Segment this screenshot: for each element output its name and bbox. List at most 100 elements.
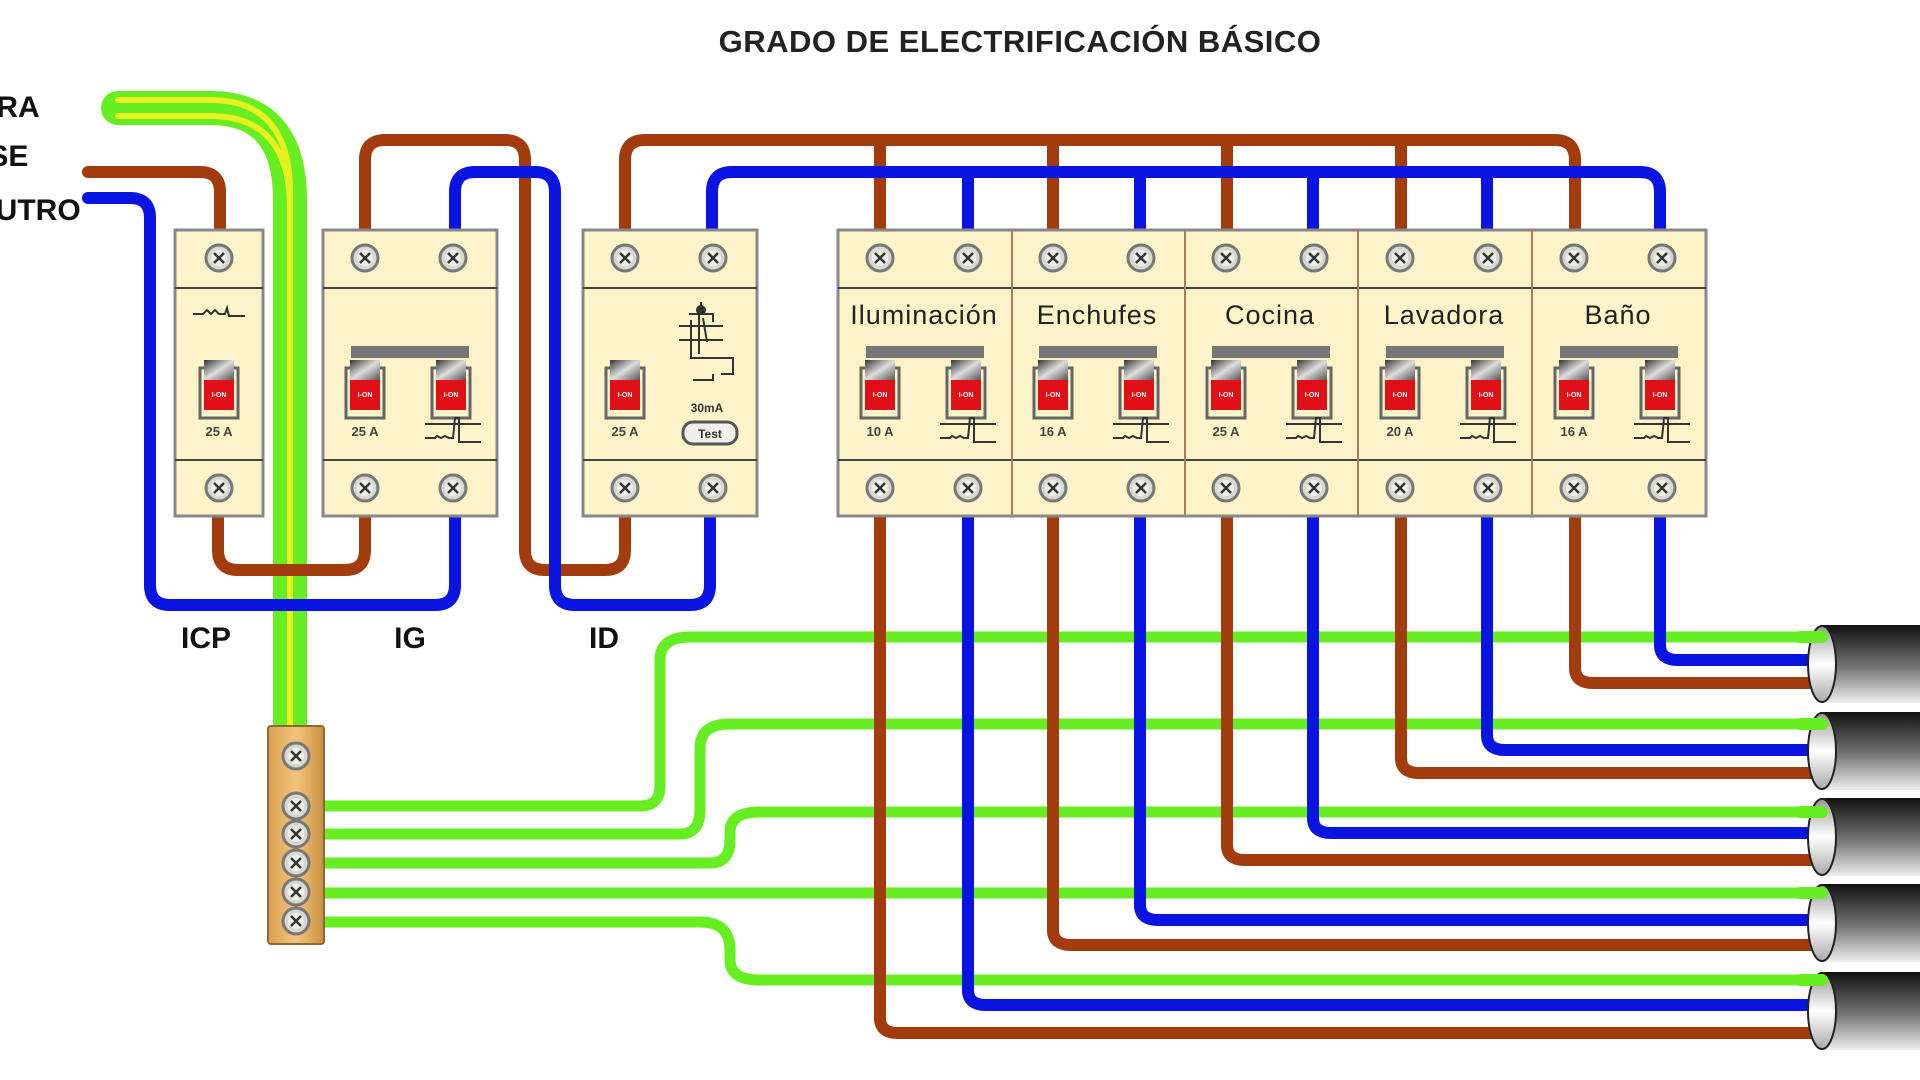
id-rating: 25 A (612, 424, 640, 439)
lavadora-phase-out (1395, 504, 1828, 779)
id-label: ID (589, 622, 619, 655)
earth-branch-3 (314, 806, 1826, 869)
phase-id-to-busbar (619, 134, 1581, 238)
screw-icon (953, 473, 983, 503)
screw-icon (1126, 473, 1156, 503)
screw-icon (1559, 473, 1589, 503)
screw-icon (204, 473, 234, 503)
cocina-phase-out (1221, 504, 1828, 866)
screw-icon (1299, 473, 1329, 503)
breaker-switch-icon (604, 358, 646, 420)
circuit-rating: 20 A (1387, 424, 1415, 439)
circuit-name: Lavadora (1384, 300, 1505, 330)
screw-icon (610, 473, 640, 503)
differential-symbol-icon (679, 302, 734, 381)
screw-icon (438, 243, 468, 273)
bano-neutral-out (1654, 504, 1828, 666)
output-cable (1807, 884, 1920, 962)
screw-icon (1038, 243, 1068, 273)
ig-module[interactable]: 25 A (321, 228, 499, 518)
screw-icon (1211, 243, 1241, 273)
screw-icon (1299, 243, 1329, 273)
circuit-rating: 10 A (867, 424, 895, 439)
circuit-module[interactable]: Cocina 25 A (1205, 243, 1343, 503)
earth-branch-2 (314, 718, 1826, 840)
screw-icon (610, 243, 640, 273)
circuit-rating: 16 A (1561, 424, 1589, 439)
circuit-module[interactable]: Baño 16 A (1553, 243, 1691, 503)
test-button[interactable]: Test (681, 420, 739, 446)
label-neutral: NEUTRO (0, 194, 81, 227)
icp-label: ICP (181, 622, 231, 655)
screw-icon (1473, 473, 1503, 503)
screw-icon (1385, 473, 1415, 503)
iluminacion-phase-out (874, 504, 1828, 1039)
breaker-switch-icon (859, 358, 901, 420)
breaker-switch-icon (1465, 358, 1507, 420)
iluminacion-neutral-out (962, 504, 1828, 1011)
screw-icon (1126, 243, 1156, 273)
screw-icon (281, 906, 311, 936)
earth-branch-1 (314, 631, 1826, 812)
screw-icon (953, 243, 983, 273)
output-cable (1807, 625, 1920, 703)
label-earth: TIERRA (0, 91, 40, 124)
circuit-rating: 16 A (1040, 424, 1068, 439)
screw-icon (1473, 243, 1503, 273)
ig-rating: 25 A (352, 424, 380, 439)
breaker-switch-icon (1205, 358, 1247, 420)
screw-icon (1211, 473, 1241, 503)
breaker-switch-icon (1291, 358, 1333, 420)
screw-icon (698, 243, 728, 273)
screw-icon (698, 473, 728, 503)
thermal-symbol-icon (193, 304, 245, 317)
phase-wires (82, 134, 1581, 576)
breaker-switch-icon (1032, 358, 1074, 420)
diagram-title: GRADO DE ELECTRIFICACIÓN BÁSICO (719, 23, 1322, 59)
breaker-switch-icon (344, 358, 386, 420)
icp-module[interactable]: 25 A (173, 228, 265, 518)
circuit-module[interactable]: Enchufes 16 A (1032, 243, 1170, 503)
neutral-id-to-busbar (706, 166, 1666, 238)
id-sensitivity: 30mA (691, 401, 724, 415)
cocina-neutral-out (1307, 504, 1828, 839)
screw-icon (281, 877, 311, 907)
breaker-switch-icon (1379, 358, 1421, 420)
screw-icon (1647, 473, 1677, 503)
screw-icon (281, 848, 311, 878)
neutral-wires (82, 166, 1666, 611)
enchufes-neutral-out (1134, 504, 1828, 926)
circuit-name: Iluminación (850, 300, 998, 330)
ig-label: IG (394, 622, 426, 655)
circuit-module[interactable]: Iluminación 10 A (850, 243, 998, 503)
breaker-switch-icon (1118, 358, 1160, 420)
screw-icon (865, 243, 895, 273)
screw-icon (350, 243, 380, 273)
bano-phase-out (1569, 504, 1828, 689)
screw-icon (1038, 473, 1068, 503)
screw-icon (1385, 243, 1415, 273)
phase-icp-to-ig (212, 504, 371, 576)
screw-icon (865, 473, 895, 503)
test-button-label: Test (698, 427, 722, 441)
ground-bar[interactable] (267, 725, 325, 945)
output-cable (1807, 972, 1920, 1050)
neutral-ig-in (449, 166, 716, 611)
neutral-feed-wire (82, 192, 461, 611)
circuit-rating: 25 A (1213, 424, 1241, 439)
circuit-module[interactable]: Lavadora 20 A (1379, 243, 1517, 503)
switch-link-bar (351, 346, 469, 358)
output-cables (1794, 625, 1920, 1050)
earth-branch-5 (314, 916, 1826, 986)
circuit-breaker-block: Iluminación 10 A Enchufes 16 A C (836, 228, 1708, 518)
enchufes-phase-out (1047, 504, 1828, 951)
breaker-switch-icon (198, 358, 240, 420)
circuit-name: Baño (1584, 300, 1651, 330)
id-module[interactable]: 25 A 30mA Test (581, 228, 759, 518)
icp-rating: 25 A (206, 424, 234, 439)
lavadora-neutral-out (1481, 504, 1828, 756)
breaker-switch-icon (1553, 358, 1595, 420)
screw-icon (281, 819, 311, 849)
screw-icon (438, 473, 468, 503)
